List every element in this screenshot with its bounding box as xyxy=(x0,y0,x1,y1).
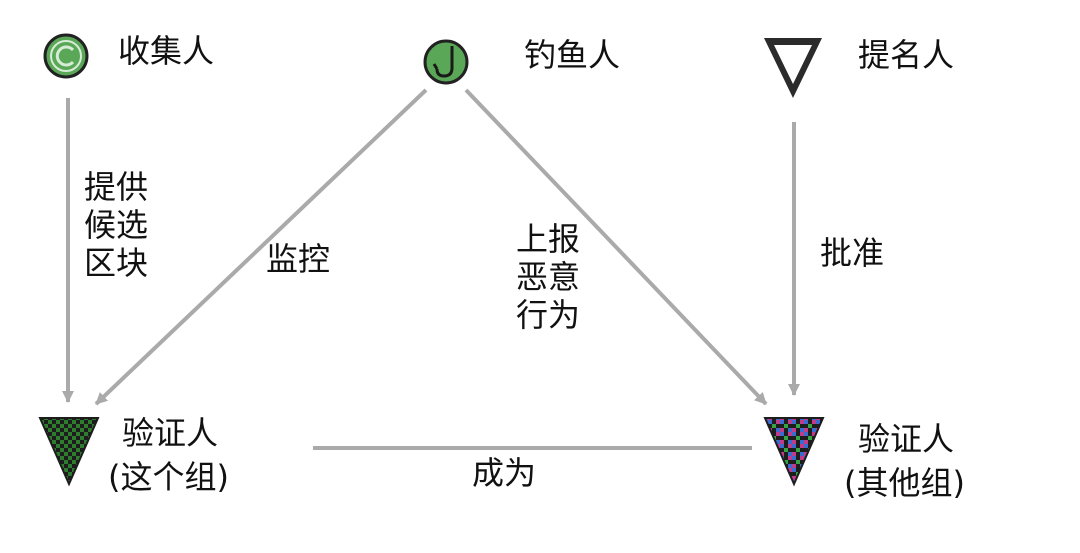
validator-this-group-label: (这个组) xyxy=(108,458,229,496)
validator-other-group-label: (其他组) xyxy=(844,464,965,502)
nominator-label: 提名人 xyxy=(858,36,955,74)
validator-other-label: 验证人 xyxy=(858,420,955,458)
arrow-fisherman-to-validator-this xyxy=(94,88,428,406)
copyright-c-icon xyxy=(43,33,89,79)
arrow-fisherman-to-validator-other xyxy=(464,88,768,406)
become-label: 成为 xyxy=(472,454,537,492)
fisherman-label: 钓鱼人 xyxy=(524,36,621,74)
report-malicious-label: 上报恶意行为 xyxy=(516,220,581,334)
monitor-label: 监控 xyxy=(266,240,331,278)
outlined-triangle-icon xyxy=(764,38,822,98)
fishhook-icon xyxy=(423,39,469,85)
approve-label: 批准 xyxy=(820,234,885,272)
checkered-triangle-icon xyxy=(38,417,100,487)
collector-label: 收集人 xyxy=(118,32,215,70)
validator-this-label: 验证人 xyxy=(122,414,219,452)
multicolor-checkered-triangle-icon xyxy=(763,417,825,487)
provide-candidate-block-label: 提供候选区块 xyxy=(84,168,149,282)
